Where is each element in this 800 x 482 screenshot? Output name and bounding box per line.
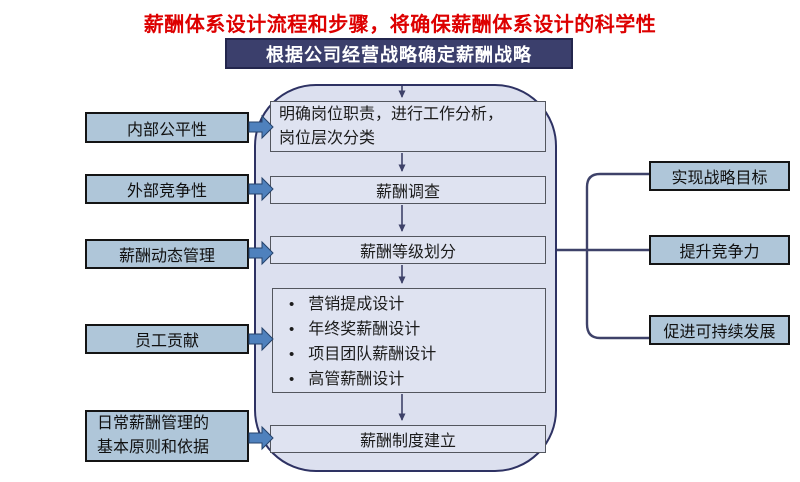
- outcome-competitiveness: 提升竞争力: [649, 235, 790, 265]
- factor-external-competitiveness: 外部竞争性: [85, 174, 249, 204]
- factor-internal-fairness: 内部公平性: [85, 112, 249, 143]
- page-title: 薪酬体系设计流程和步骤，将确保薪酬体系设计的科学性: [143, 14, 657, 36]
- connector-bracket: [585, 172, 649, 340]
- factor-daily-management-principles: 日常薪酬管理的 基本原则和依据: [85, 410, 249, 462]
- list-item: 年终奖薪酬设计: [283, 317, 535, 342]
- factor-employee-contribution: 员工贡献: [85, 324, 249, 354]
- step-salary-grading: 薪酬等级划分: [270, 236, 546, 264]
- list-item: 项目团队薪酬设计: [283, 342, 535, 367]
- outcome-strategic-goals: 实现战略目标: [649, 161, 790, 191]
- step-salary-design-list: 营销提成设计 年终奖薪酬设计 项目团队薪酬设计 高管薪酬设计: [272, 288, 546, 393]
- step-job-analysis: 明确岗位职责，进行工作分析， 岗位层次分类: [270, 101, 546, 152]
- factor-dynamic-management: 薪酬动态管理: [85, 239, 249, 269]
- strategy-header-label: 根据公司经营战略确定薪酬战略: [266, 44, 532, 65]
- list-item: 营销提成设计: [283, 292, 535, 317]
- step-salary-system-build: 薪酬制度建立: [270, 425, 546, 453]
- strategy-header-box: 根据公司经营战略确定薪酬战略: [225, 38, 573, 69]
- step-salary-survey: 薪酬调查: [270, 176, 546, 204]
- outcome-sustainable-development: 促进可持续发展: [649, 315, 790, 345]
- list-item: 高管薪酬设计: [283, 367, 535, 392]
